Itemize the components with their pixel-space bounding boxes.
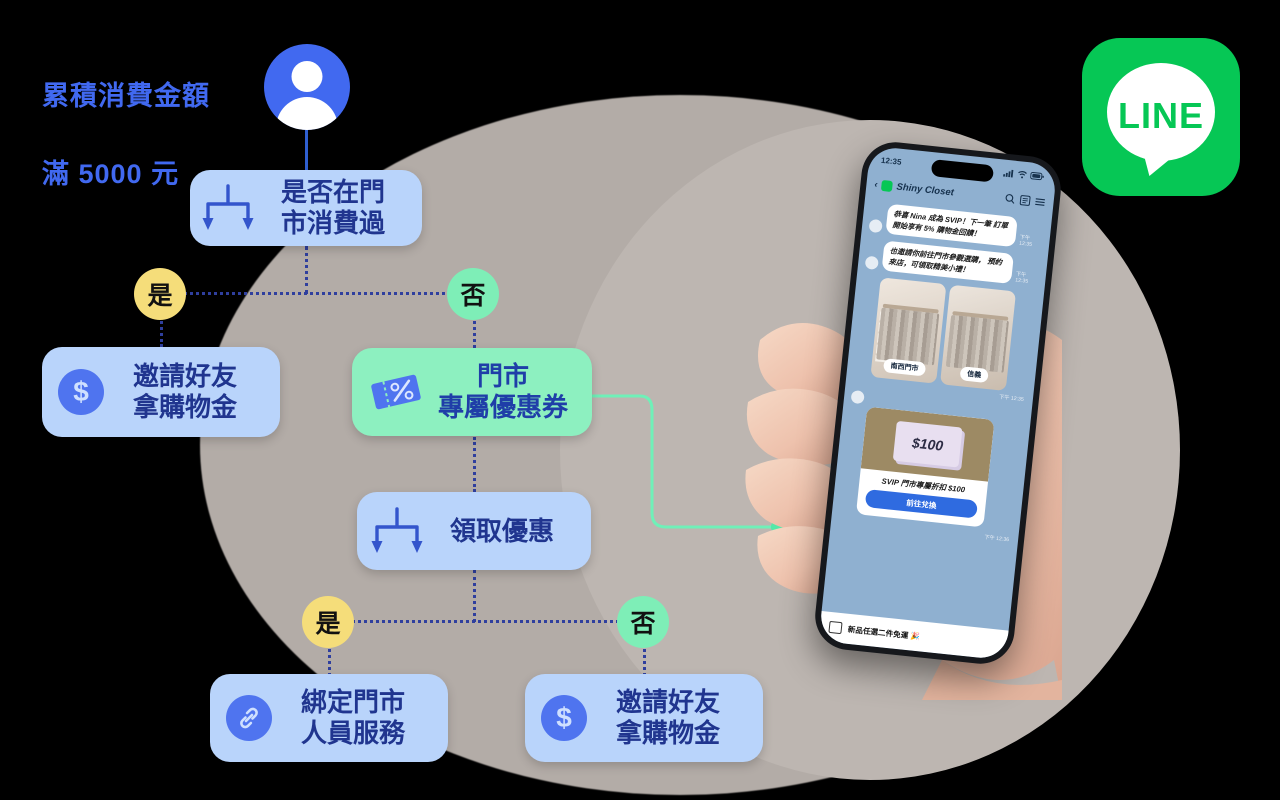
flow-node-label: 邀請好友 拿購物金: [615, 687, 720, 748]
chat-messages: 恭喜 Nina 成為 SVIP！下一筆 訂單開始享有 5% 購物金回饋！ 下午 …: [822, 195, 1053, 630]
phone-mockup: 12:35: [742, 138, 1065, 700]
dollar-coin-icon: $: [58, 369, 104, 415]
flow-node-invite-friends-top[interactable]: $ 邀請好友 拿購物金: [42, 347, 280, 437]
message-time: 下午 12:35: [1018, 234, 1033, 249]
status-time: 12:35: [880, 155, 902, 167]
store-card-label: 南西門市: [882, 358, 927, 377]
keyboard-icon[interactable]: [828, 620, 843, 635]
flow-node-store-spend-question[interactable]: 是否在門 市消費過: [190, 170, 422, 246]
message-bubble: 也邀請你前往門市參觀選購， 預約來店，可領取精美小禮！: [881, 240, 1014, 285]
connector-coupon-to-claim: [473, 437, 476, 492]
dollar-coin-icon: $: [541, 695, 587, 741]
avatar-head: [291, 61, 323, 92]
badge-no-top: 否: [447, 268, 499, 320]
flow-node-label: 綁定門市 人員服務: [300, 687, 405, 748]
message-time: 下午 12:35: [1014, 271, 1029, 286]
flow-node-label: 領取優惠: [449, 515, 554, 546]
phone-screen: 12:35: [818, 145, 1058, 661]
chat-account-name: Shiny Closet: [896, 181, 955, 198]
flow-node-store-exclusive-coupon[interactable]: 門市 專屬優惠券: [352, 348, 592, 436]
store-card-carousel[interactable]: 南西門市 信義: [870, 277, 1037, 394]
connector-no-top-down: [473, 292, 476, 348]
store-card[interactable]: 信義: [939, 285, 1017, 392]
branch-fork-icon: [367, 505, 427, 557]
store-photo-clothes: [876, 308, 940, 366]
hamburger-icon[interactable]: [1034, 196, 1046, 208]
connector-avatar-to-question: [305, 128, 308, 170]
store-photo-clothes: [945, 315, 1009, 374]
message-bubble: 恭喜 Nina 成為 SVIP！下一筆 訂單開始享有 5% 購物金回饋！: [885, 203, 1018, 248]
headline-line-2: 滿 5000 元: [42, 159, 180, 190]
header-spacer: [958, 193, 1001, 198]
connector-claim-split: [328, 620, 643, 623]
avatar: [850, 390, 865, 405]
avatar: [868, 219, 883, 234]
store-card-label: 信義: [959, 366, 989, 384]
store-card[interactable]: 南西門市: [870, 277, 947, 385]
badge-yes-top: 是: [134, 268, 186, 320]
flow-node-label: 是否在門 市消費過: [280, 177, 385, 238]
coupon-amount: $100: [892, 421, 963, 468]
connector-question-split: [160, 292, 475, 295]
connector-no-bottom-down: [643, 620, 646, 676]
user-avatar-icon: [264, 44, 350, 130]
flow-node-bind-store-staff[interactable]: 綁定門市 人員服務: [210, 674, 448, 762]
search-icon[interactable]: [1004, 192, 1016, 204]
link-chain-icon: [226, 695, 272, 741]
coupon-time: 下午 12:36: [984, 535, 1010, 544]
back-icon[interactable]: ‹: [873, 178, 879, 190]
line-wordmark: LINE: [1117, 95, 1205, 137]
account-avatar: [881, 179, 894, 192]
promo-text: 新品任選二件免運 🎉: [847, 624, 921, 641]
flow-node-invite-friends-bottom[interactable]: $ 邀請好友 拿購物金: [525, 674, 763, 762]
flow-node-label: 邀請好友 拿購物金: [132, 361, 237, 422]
page-title: 累積消費金額 滿 5000 元: [42, 38, 362, 234]
flow-node-claim-offer[interactable]: 領取優惠: [357, 492, 591, 570]
badge-no-bottom: 否: [617, 596, 669, 648]
status-bar: 12:35: [868, 146, 1058, 192]
connector-question-down: [305, 246, 308, 294]
avatar: [864, 256, 879, 271]
headline-line-1: 累積消費金額: [42, 81, 210, 112]
connector-claim-down: [473, 570, 476, 622]
menu-list-icon[interactable]: [1019, 194, 1031, 206]
wifi-icon: [1018, 171, 1027, 179]
connector-yes-bottom-down: [328, 620, 331, 676]
branch-fork-icon: [198, 182, 258, 234]
avatar-body: [276, 97, 338, 130]
line-speech-bubble-icon: [1107, 63, 1215, 162]
line-logo: LINE: [1082, 38, 1240, 196]
signal-icon: [1003, 169, 1014, 178]
coupon-card[interactable]: $100 SVIP 門市專屬折扣 $100 前往兌換: [855, 407, 995, 528]
coupon-percent-icon: [366, 366, 426, 418]
battery-icon: [1030, 171, 1044, 181]
phone-body: 12:35: [811, 138, 1065, 668]
badge-yes-bottom: 是: [302, 596, 354, 648]
chat-header: ‹ Shiny Closet: [865, 171, 1054, 215]
flow-node-label: 門市 專屬優惠券: [437, 361, 568, 422]
coupon-image: $100: [860, 407, 995, 483]
store-cards-time: 下午 12:35: [998, 394, 1025, 404]
